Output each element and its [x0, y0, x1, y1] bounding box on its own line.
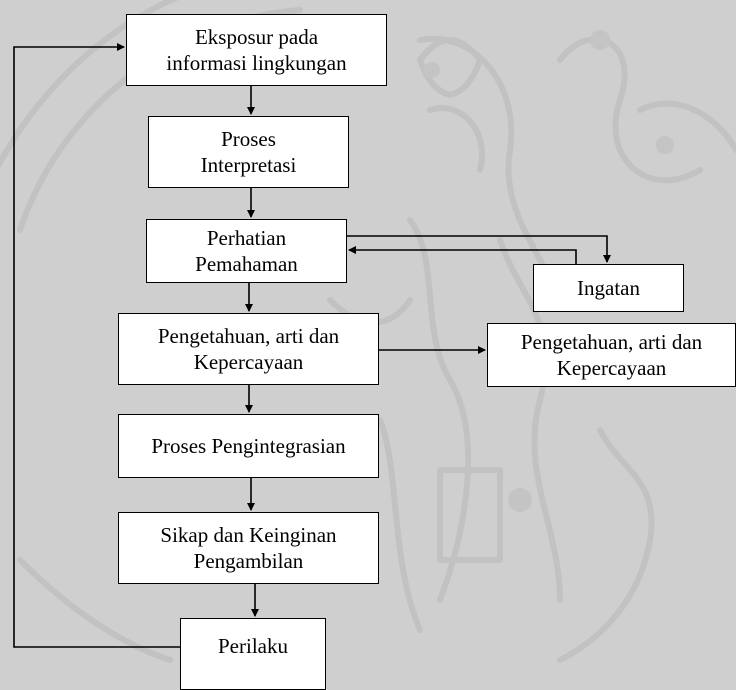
box-pengetahuan-main: Pengetahuan, arti dan Kepercayaan [118, 313, 379, 385]
box-proses-pengintegrasian: Proses Pengintegrasian [118, 414, 379, 478]
box-perilaku: Perilaku [180, 618, 326, 690]
box-sikap-keinginan: Sikap dan Keinginan Pengambilan [118, 512, 379, 584]
box-pengetahuan-side: Pengetahuan, arti dan Kepercayaan [487, 323, 736, 387]
arrow-perhatian-to-ingatan [347, 235, 611, 263]
feedback-loop-perilaku-to-eksposur [13, 43, 180, 648]
box-proses-interpretasi: Proses Interpretasi [148, 116, 349, 188]
box-perhatian-pemahaman: Perhatian Pemahaman [146, 219, 347, 283]
box-eksposur: Eksposur pada informasi lingkungan [126, 14, 387, 86]
box-ingatan: Ingatan [533, 264, 684, 312]
arrow-ingatan-to-perhatian [348, 246, 577, 264]
